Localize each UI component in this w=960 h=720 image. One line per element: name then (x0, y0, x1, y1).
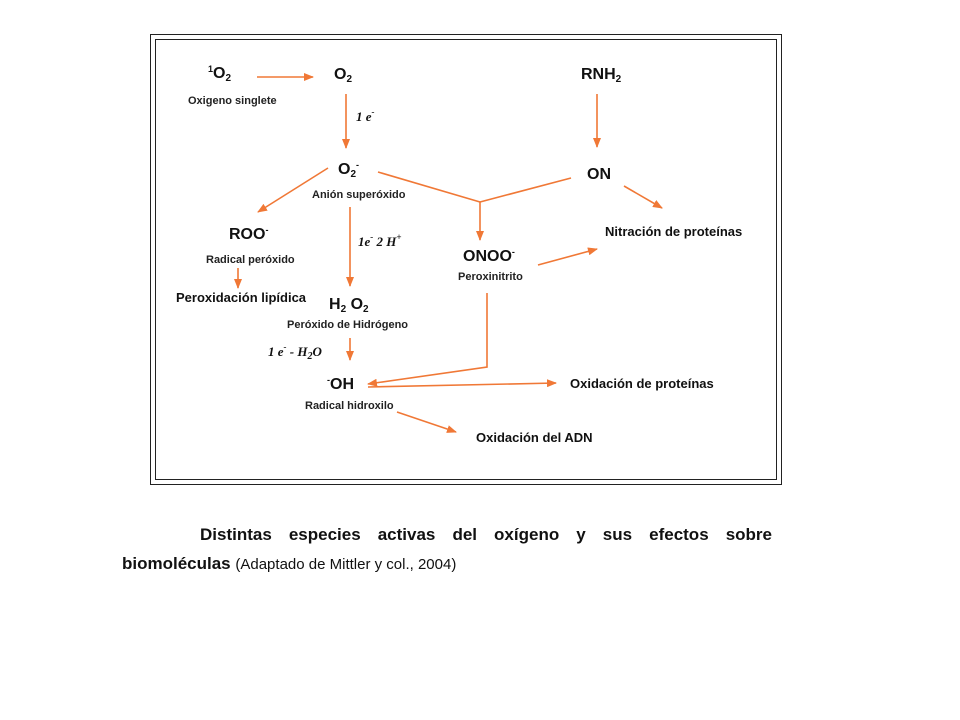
caption-source: (Adaptado de Mittler y col., 2004) (235, 556, 457, 573)
onoo-charge: - (511, 247, 515, 257)
h2o2-o: O (350, 296, 364, 313)
caption-title: Distintas especies activas del oxígeno y… (122, 525, 772, 573)
onoo-text: ONOO (463, 248, 512, 265)
superoxide-charge: - (356, 160, 360, 170)
node-hydroxyl: -OH (327, 375, 354, 394)
label-superoxide: Anión superóxido (312, 189, 406, 201)
diagram-frame-outer (150, 34, 782, 485)
line-no-to-junction (479, 177, 572, 203)
h2o2-h-sub: 2 (340, 304, 347, 315)
roo-charge: - (265, 225, 269, 235)
diagram-frame-inner (155, 39, 777, 480)
h2o2-h: H (329, 296, 341, 313)
node-onoo: ONOO- (463, 247, 515, 266)
electron-water-a: 1 e (268, 344, 284, 359)
node-no: ON (587, 166, 611, 183)
label-hydroxyl: Radical hidroxilo (305, 400, 394, 412)
electron-water-a-sup: - (283, 342, 287, 352)
effect-dna-oxidation: Oxidación del ADN (476, 430, 593, 445)
effect-protein-oxidation: Oxidación de proteínas (570, 376, 714, 391)
electron-water-b-sub: 2 (307, 351, 313, 362)
line-superoxide-to-junction (377, 171, 481, 203)
singlet-subscript: 2 (225, 73, 232, 84)
arrow-onoo-to-hydroxyl (367, 293, 488, 387)
h2o2-o-sub: 2 (363, 304, 369, 315)
annotation-electron-water: 1 e- - H2O (268, 342, 322, 362)
figure-caption: Distintas especies activas del oxígeno y… (122, 520, 772, 579)
label-onoo: Peroxinitrito (458, 271, 523, 283)
annotation-electron-protons: 1e- 2 H+ (358, 232, 402, 250)
arrow-onoo-to-nitration (537, 247, 598, 266)
node-singlet-oxygen: 1O2 (208, 64, 231, 84)
node-h2o2: H2 O2 (329, 296, 369, 315)
singlet-base: O (213, 65, 226, 82)
node-rnh2: RNH2 (581, 66, 621, 85)
hydroxyl-prefix: - (327, 375, 330, 385)
electron-protons-b-sup: + (396, 232, 402, 242)
oxygen-base: O (334, 66, 347, 83)
roo-text: ROO (229, 226, 266, 243)
superoxide-subscript: 2 (350, 169, 357, 180)
arrow-superoxide-to-roo (257, 167, 329, 213)
rnh2-base: RNH (581, 66, 616, 83)
arrow-no-to-nitration (623, 185, 663, 209)
label-singlet-oxygen: Oxigeno singlete (188, 95, 277, 107)
electron-protons-a: 1e (358, 234, 371, 249)
singlet-prefix: 1 (208, 64, 214, 74)
electron-protons-a-sup: - (370, 232, 374, 242)
one-electron-text: 1 e (356, 109, 372, 124)
node-roo: ROO- (229, 225, 268, 244)
rnh2-subscript: 2 (615, 74, 622, 85)
node-superoxide: O2- (338, 160, 359, 180)
arrow-hydroxyl-to-dna-oxidation (396, 411, 457, 433)
effect-protein-nitration: Nitración de proteínas (605, 224, 743, 239)
superoxide-base: O (338, 161, 351, 178)
label-h2o2: Peróxido de Hidrógeno (287, 319, 409, 331)
hydroxyl-text: OH (330, 376, 354, 393)
electron-water-b: - H (286, 344, 308, 359)
oxygen-subscript: 2 (346, 74, 353, 85)
arrow-hydroxyl-to-protein-oxidation (367, 379, 557, 388)
label-roo: Radical peróxido (206, 254, 295, 266)
effect-lipid-peroxidation: Peroxidación lipídica (176, 290, 307, 305)
electron-water-c: O (312, 344, 322, 359)
electron-protons-b: 2 H (373, 234, 397, 249)
node-oxygen: O2 (334, 66, 352, 85)
one-electron-sup: - (371, 107, 375, 117)
annotation-one-electron: 1 e- (356, 107, 375, 125)
